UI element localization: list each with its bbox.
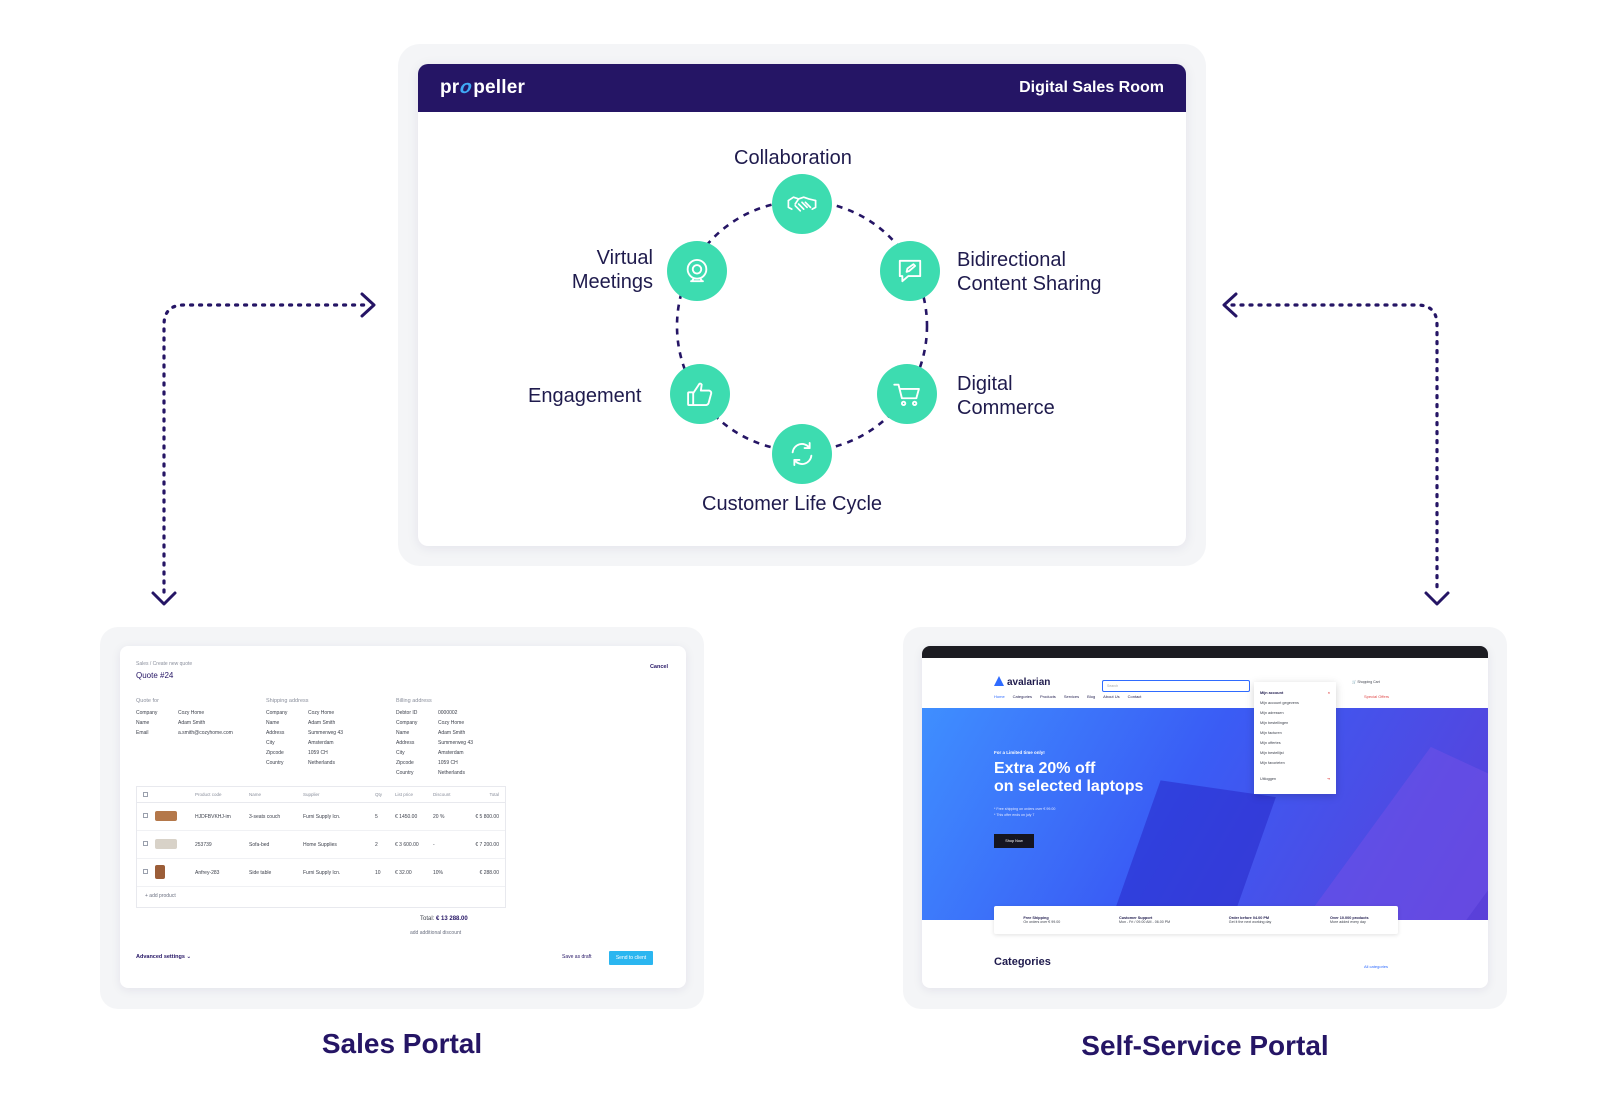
refresh-cycle-icon [772, 424, 832, 484]
close-icon[interactable]: × [1327, 691, 1330, 695]
nav-blog[interactable]: Blog [1087, 694, 1096, 699]
send-to-client-button[interactable]: Send to client [609, 951, 653, 965]
nav-products[interactable]: Products [1040, 694, 1056, 699]
right-connector [1230, 303, 1439, 594]
advanced-settings-toggle[interactable]: Advanced settings ⌄ [136, 954, 192, 960]
laptop-graphic [1108, 780, 1276, 920]
table-row[interactable]: HJDFBVKHJ-im 3-seats couch Furni Supply … [137, 803, 505, 831]
cart-icon: 🛒 [1352, 680, 1357, 684]
sales-portal-caption: Sales Portal [321, 1028, 483, 1059]
nav-about[interactable]: About Us [1103, 694, 1120, 699]
label-digital-commerce: Digital Commerce [957, 373, 1055, 419]
quote-total: Total: € 13 288.00 [420, 916, 468, 922]
table-header: Product code Name Supplier Qty List pric… [137, 787, 505, 803]
breadcrumb[interactable]: Sales / Create new quote [136, 661, 193, 667]
self-service-portal-caption: Self-Service Portal [1081, 1030, 1329, 1061]
shop-header: avalarian Search 🛒 Shopping Cart [922, 658, 1488, 706]
logout-item[interactable]: Uitloggen⇥ [1260, 774, 1330, 784]
label-engagement: Engagement [528, 385, 642, 407]
left-connector [162, 303, 367, 594]
nav-home[interactable]: Home [994, 694, 1005, 699]
menu-item[interactable]: Mijn bestellingen [1260, 721, 1289, 725]
nav-contact[interactable]: Contact [1127, 694, 1142, 699]
dsr-title: Digital Sales Room [1019, 79, 1164, 96]
all-categories-link[interactable]: All categories [1364, 964, 1389, 969]
menu-item[interactable]: Mijn bestellijst [1260, 751, 1284, 755]
product-thumbnail [155, 864, 165, 879]
table-row[interactable]: Anfrey-283 Side table Furni Supply lcn. … [137, 859, 505, 887]
label-collaboration: Collaboration [734, 147, 852, 169]
left-arrowhead-down [151, 591, 177, 606]
nav-services[interactable]: Services [1063, 694, 1080, 699]
quote-title: Quote #24 [136, 671, 174, 680]
table-row[interactable]: 253739 Sofa-bed Home Supplies 2 € 3 600.… [137, 831, 505, 859]
hero-notes: * Free shipping on orders over € 99.00 *… [994, 807, 1056, 817]
menu-item[interactable]: Mijn favorieten [1260, 761, 1285, 765]
select-all-checkbox[interactable] [143, 791, 148, 797]
menu-item[interactable]: Mijn account gegevens [1260, 701, 1299, 705]
label-virtual-meetings: Virtual Meetings [571, 247, 653, 293]
chat-edit-icon [880, 241, 940, 301]
save-draft-button[interactable]: Save as draft [562, 954, 592, 960]
quote-products-table: Product code Name Supplier Qty List pric… [136, 786, 506, 908]
webcam-icon [667, 241, 727, 301]
add-product-link[interactable]: + add product [145, 893, 176, 899]
label-bidirectional-content-sharing: Bidirectional Content Sharing [957, 249, 1102, 295]
row-checkbox[interactable] [143, 813, 148, 818]
thumbs-up-icon [670, 364, 730, 424]
chevron-down-icon: ⌄ [186, 954, 192, 960]
product-thumbnail [155, 810, 177, 821]
logo-triangle-icon [994, 676, 1004, 686]
nav-categories[interactable]: Categories [1012, 694, 1033, 699]
row-checkbox[interactable] [143, 841, 148, 846]
shopping-cart-link[interactable]: 🛒 Shopping Cart [1352, 680, 1380, 684]
menu-item[interactable]: Mijn offertes [1260, 741, 1281, 745]
menu-item[interactable]: Mijn facturen [1260, 731, 1282, 735]
menu-item[interactable]: Mijn adressen [1260, 711, 1284, 715]
additional-discount-link[interactable]: add additional discount [410, 930, 462, 936]
right-arrowhead-left [1222, 292, 1238, 318]
search-input[interactable]: Search [1102, 680, 1250, 692]
right-arrowhead-down [1424, 591, 1450, 606]
sales-portal-screenshot: Sales / Create new quote Quote #24 Cance… [120, 646, 686, 988]
hero-headline: Extra 20% off on selected laptops [994, 760, 1144, 795]
self-service-portal-screenshot: avalarian Search 🛒 Shopping Cart Home Ca… [922, 646, 1488, 988]
logout-icon: ⇥ [1326, 777, 1330, 781]
hero-banner: For a Limited time only! Extra 20% off o… [922, 708, 1488, 920]
left-arrowhead-right [360, 292, 376, 318]
handshake-icon [772, 174, 832, 234]
shop-now-button[interactable]: Shop Now [994, 834, 1034, 848]
product-thumbnail [155, 838, 177, 849]
avalarian-logo[interactable]: avalarian [994, 676, 1050, 688]
account-dropdown: Mijn account× Mijn account gegevens Mijn… [1254, 682, 1336, 794]
label-customer-life-cycle: Customer Life Cycle [702, 493, 883, 515]
shopping-cart-icon [877, 364, 937, 424]
categories-heading: Categories [994, 956, 1051, 968]
special-offers-link[interactable]: Special Offers [1364, 694, 1390, 699]
row-checkbox[interactable] [143, 869, 148, 874]
main-nav: Home Categories Products Services Blog A… [994, 694, 1141, 699]
utility-bar [922, 646, 1488, 658]
cancel-button[interactable]: Cancel [649, 664, 668, 670]
